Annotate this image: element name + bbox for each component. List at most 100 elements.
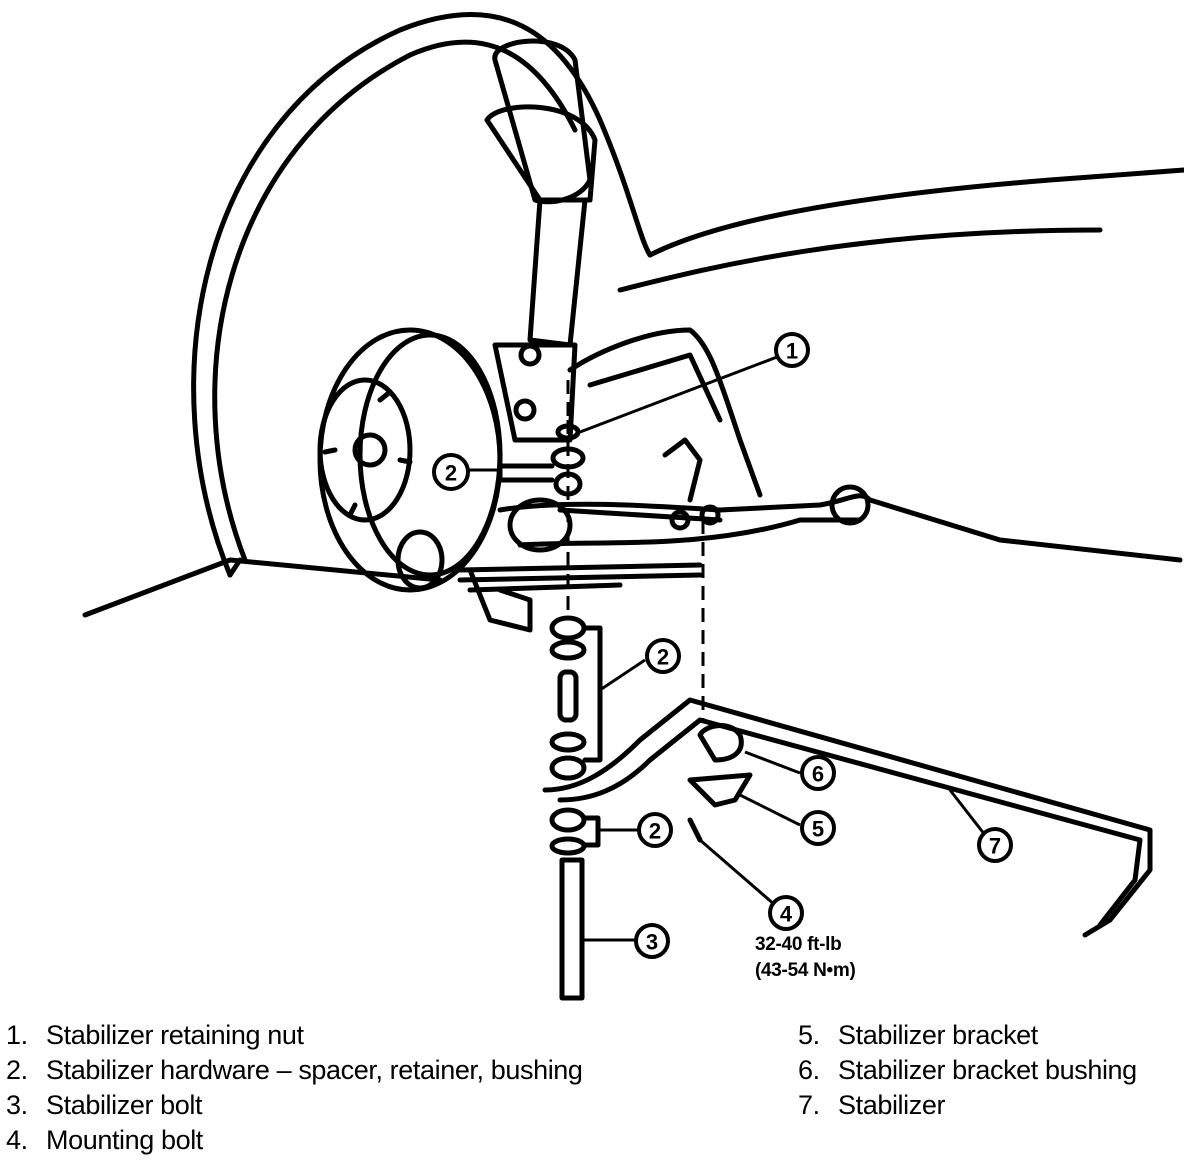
bushing-mid [549,755,587,781]
stabilizer-bar-inner [557,717,1143,928]
callout-7: 7 [989,834,1001,859]
torque-nm: (43-54 N•m) [755,960,856,981]
callout-4-circle [768,895,804,931]
wheel-well-inner [212,39,578,563]
legend-num: 2. [6,1055,28,1085]
legend-text: Stabilizer bracket bushing [838,1055,1137,1085]
floor-line-2 [227,557,243,578]
lower-arm [497,493,1183,563]
rod-nut-2 [699,504,721,526]
callout-2c: 2 [649,819,661,844]
spacer-tube [557,669,579,723]
legend-text: Stabilizer hardware – spacer, retainer, … [46,1055,583,1085]
stabilizer-bar [542,697,1153,938]
suspension-diagram: 1 2 2 2 3 4 5 6 7 [82,12,1184,1001]
strut-bolt-lower [513,398,537,422]
leader-7 [948,789,987,836]
legend-item-3: 3. Stabilizer bolt [6,1088,706,1123]
body-line [647,167,1184,258]
leader-5 [739,793,801,827]
legend-item-6: 6. Stabilizer bracket bushing [798,1053,1184,1088]
callout-4: 4 [780,902,793,927]
callout-2a-circle [432,453,470,491]
callout-3-circle [634,923,670,959]
wheel-stud-1 [377,389,393,403]
bushing-lower [549,807,587,833]
callout-2b: 2 [657,645,669,670]
rotor-inner [357,332,503,578]
callout-5-circle [800,810,836,846]
hardware-bracket-mid [582,625,603,763]
legend-text: Mounting bolt [46,1125,203,1155]
callout-1-circle [774,332,810,368]
callout-2a: 2 [445,461,457,486]
strut-top [492,38,593,205]
hub-face [317,377,413,523]
wheel-well-arch [191,12,653,578]
legend-item-5: 5. Stabilizer bracket [798,1018,1184,1053]
washer-2 [549,639,587,661]
knuckle-arm [467,567,533,633]
torque-ftlb: 32-40 ft-lb [755,934,842,955]
strut-bolt-upper [518,343,542,367]
body-line-lower [617,227,1103,293]
leader-2b [599,658,646,692]
legend-text: Stabilizer [838,1090,946,1120]
knuckle-bushing [395,529,445,591]
wheel-stud-4 [397,457,413,465]
legend-num: 4. [6,1125,28,1155]
hardware-bracket-lower [582,815,601,848]
legend-item-2: 2. Stabilizer hardware – spacer, retaine… [6,1053,706,1088]
legend-num: 5. [798,1020,820,1050]
subframe-hook [662,437,703,503]
legend-item-7: 7. Stabilizer [798,1088,1184,1123]
callout-2b-circle [645,638,681,674]
mounting-bolt [687,817,703,843]
legend-num: 3. [6,1090,28,1120]
strut-body [527,197,588,348]
underbody-2 [457,572,703,583]
bracket-bushing [697,723,744,763]
washer-lower [549,836,587,856]
wheel-stud-2 [322,447,338,455]
callout-5: 5 [812,817,824,842]
hub-center [352,432,388,468]
torque-spec: 32-40 ft-lb (43-54 N•m) [755,932,856,984]
legend-text: Stabilizer bolt [46,1090,203,1120]
washer-3 [549,731,587,753]
wheel-stud-3 [347,502,358,518]
legend-num: 1. [6,1020,28,1050]
callout-6: 6 [812,762,824,787]
arm-bushing-rear [829,484,871,526]
bushing-top [549,615,587,641]
legend-num: 6. [798,1055,820,1085]
callout-2c-circle [637,812,673,848]
legend-num: 7. [798,1090,820,1120]
tension-rod [557,507,723,523]
rod-nut-1 [669,509,691,531]
underbody-3 [467,582,623,593]
callout-6-circle [800,755,836,791]
underbody-1 [457,562,703,573]
legend-text: Stabilizer retaining nut [46,1020,304,1050]
stabilizer-bolt [559,857,585,1001]
callout-7-circle [977,827,1013,863]
callout-1: 1 [786,339,798,364]
subframe [567,327,763,498]
lower-arm-lower [517,517,863,548]
leader-6 [744,750,801,775]
hardware-bracket-upper [497,463,555,483]
strut-boot [484,104,598,203]
legend-item-4: 4. Mounting bolt [6,1123,706,1158]
legend-text: Stabilizer bracket [838,1020,1038,1050]
leader-4 [699,838,776,907]
floor-line [82,557,443,618]
arm-bushing-front [507,497,573,553]
callout-3: 3 [646,930,658,955]
legend-right: 5. Stabilizer bracket 6. Stabilizer brac… [798,1018,1184,1123]
legend-left: 1. Stabilizer retaining nut 2. Stabilize… [6,1018,706,1158]
subframe-inner [587,352,723,423]
leader-1 [579,355,778,434]
legend-item-1: 1. Stabilizer retaining nut [6,1018,706,1053]
